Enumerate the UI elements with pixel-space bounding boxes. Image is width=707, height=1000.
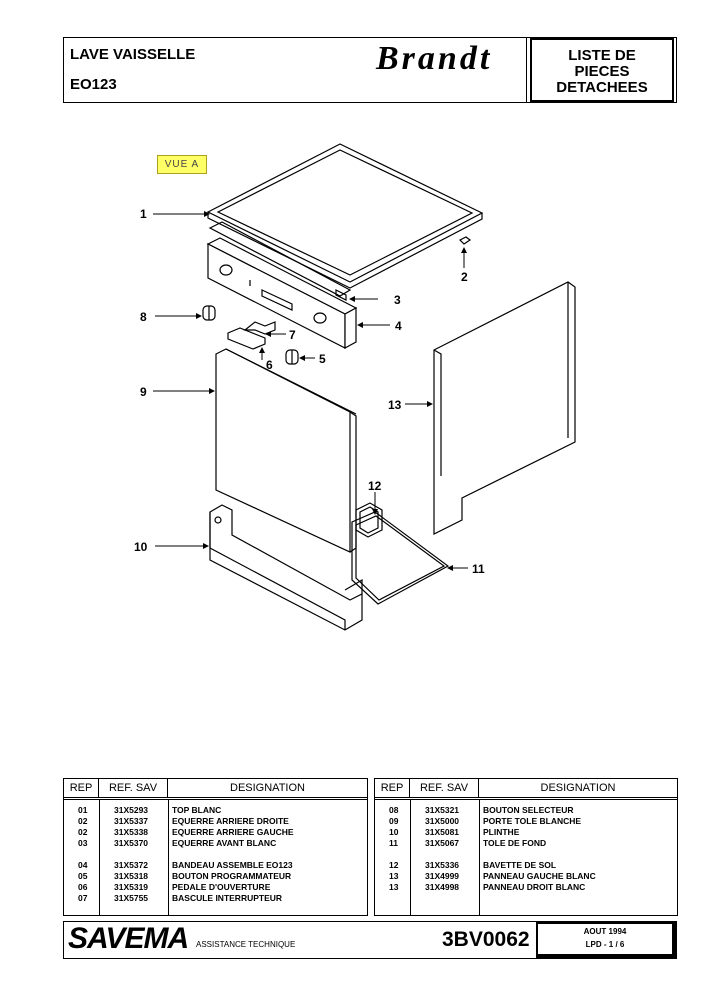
header-block: LAVE VAISSELLE EO123 Brandt LISTE DE PIE…	[63, 37, 677, 103]
brand-logo: Brandt	[376, 40, 493, 77]
leader-lines	[153, 211, 468, 571]
callout-10: 10	[134, 540, 148, 554]
callout-9: 9	[140, 385, 147, 399]
col-ref: REF. SAV	[410, 779, 479, 797]
callout-11: 11	[472, 562, 485, 576]
page-number: LPD - 1 / 6	[585, 940, 625, 949]
callout-1: 1	[140, 207, 147, 221]
view-label-badge: VUE A	[157, 155, 207, 174]
col-rep: REP	[64, 779, 99, 797]
document-code: 3BV0062	[442, 928, 530, 951]
col-designation: DESIGNATION	[230, 782, 305, 794]
product-name: LAVE VAISSELLE	[70, 46, 196, 63]
part-door-pedal	[227, 327, 266, 350]
part-door-panel	[215, 348, 357, 553]
callout-5: 5	[319, 352, 326, 366]
callout-13: 13	[388, 398, 402, 412]
col-designation: DESIGNATION	[540, 782, 616, 794]
callout-2: 2	[461, 270, 468, 284]
header-title-area: LAVE VAISSELLE EO123 Brandt	[64, 38, 527, 102]
col-rep: REP	[375, 779, 410, 797]
callout-3: 3	[394, 293, 401, 307]
doc-type-line-1: LISTE DE	[568, 47, 636, 64]
part-rear-bracket	[458, 236, 472, 245]
part-side-panel	[433, 281, 576, 535]
part-control-panel	[206, 221, 358, 350]
footer-block: SAVEMA ASSISTANCE TECHNIQUE 3BV0062 AOUT…	[63, 921, 677, 959]
callout-4: 4	[395, 319, 402, 333]
callout-8: 8	[140, 310, 147, 324]
document-date: AOUT 1994	[583, 927, 627, 936]
callout-12: 12	[368, 479, 382, 493]
part-top-panel	[206, 143, 484, 289]
company-logo: SAVEMA	[68, 922, 189, 955]
exploded-view-drawing	[153, 143, 576, 631]
doc-type-box: LISTE DE PIECES DETACHEES	[530, 38, 674, 102]
callout-6: 6	[266, 358, 273, 372]
part-floor-flap	[355, 502, 383, 538]
doc-type-line-2: PIECES	[574, 63, 630, 80]
part-selector-knob	[202, 305, 216, 321]
table-header: REP REF. SAV DESIGNATION	[375, 779, 677, 798]
model-number: EO123	[70, 76, 117, 93]
part-program-knob	[285, 349, 299, 365]
doc-type-line-3: DETACHEES	[556, 79, 648, 96]
part-switch-rocker	[243, 321, 276, 335]
date-page-box: AOUT 1994 LPD - 1 / 6	[536, 922, 676, 958]
callout-7: 7	[289, 328, 296, 342]
col-ref: REF. SAV	[99, 779, 168, 797]
department-label: ASSISTANCE TECHNIQUE	[196, 940, 296, 949]
table-header: REP REF. SAV DESIGNATION	[64, 779, 367, 798]
part-base-plate	[351, 511, 450, 605]
